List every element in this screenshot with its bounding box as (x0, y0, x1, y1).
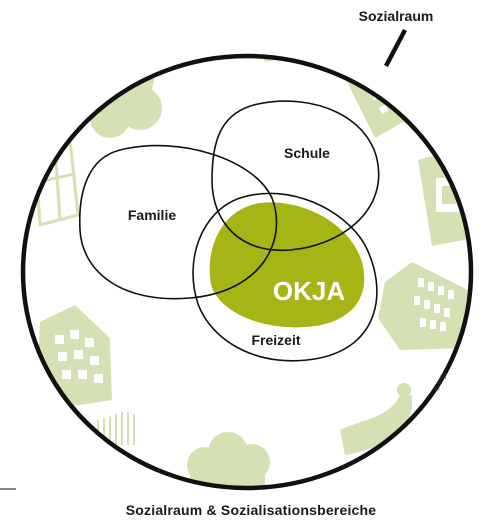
okja-label: OKJA (273, 276, 345, 306)
sozialraum-diagram: Sozialraum Schule Familie Freizeit OKJA … (0, 8, 474, 491)
slide-bottom-right-icon (340, 383, 412, 455)
freizeit-ellipse (192, 192, 378, 362)
bush-bottom-icon (187, 432, 270, 488)
familie-label: Familie (128, 207, 176, 223)
house-left-bottom-icon (38, 305, 112, 408)
schule-label: Schule (284, 145, 330, 161)
diagram-caption: Sozialraum & Sozialisationsbereiche (125, 502, 377, 518)
sozialraum-pointer-line (384, 28, 407, 68)
sozialraum-label: Sozialraum (359, 8, 434, 24)
apartment-right-icon (378, 262, 471, 350)
schule-ellipse (211, 100, 380, 252)
copyright-label: © Voja (433, 371, 449, 393)
sozialraum-circle (20, 53, 474, 491)
familie-ellipse (78, 144, 278, 300)
freizeit-label: Freizeit (251, 332, 300, 348)
okja-blob (209, 202, 365, 328)
